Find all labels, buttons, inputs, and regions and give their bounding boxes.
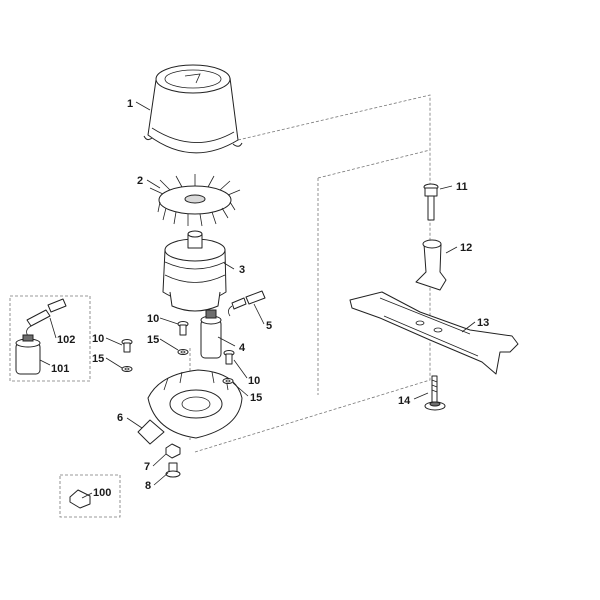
part-101-capacitor (15, 334, 41, 375)
callout-leader-lines (39, 101, 476, 499)
part-15-washer-right (222, 378, 234, 384)
callout-5: 5 (266, 320, 272, 332)
part-10-screw-center (177, 321, 189, 336)
part-100-cap (59, 474, 121, 518)
part-102-wire-connector (26, 298, 67, 337)
callout-13: 13 (477, 317, 489, 329)
part-12-blade-adapter (415, 239, 447, 291)
callout-100: 100 (93, 487, 111, 499)
callout-labels: 1 2 3 4 5 6 7 8 10 10 10 11 12 13 14 15 … (51, 98, 489, 499)
callout-4: 4 (239, 342, 246, 354)
part-8-screw (165, 462, 181, 478)
part-7-nut (165, 443, 181, 459)
part-10-screw-left (121, 339, 133, 353)
callout-2: 2 (137, 175, 143, 187)
callout-10-right: 10 (248, 375, 260, 387)
part-13-mower-blade (349, 291, 519, 375)
part-15-washer-left (121, 366, 133, 372)
part-1-motor-cover (143, 64, 243, 154)
callout-7: 7 (144, 461, 150, 473)
part-5-connector (228, 290, 266, 317)
callout-6: 6 (117, 412, 123, 424)
callout-12: 12 (460, 242, 472, 254)
callout-15-center: 15 (147, 334, 159, 346)
callout-10-center: 10 (147, 313, 159, 325)
callout-15-right: 15 (250, 392, 262, 404)
part-15-washer-center (177, 349, 189, 355)
part-10-screw-right (223, 350, 235, 365)
callout-102: 102 (57, 334, 75, 346)
callout-14: 14 (398, 395, 411, 407)
callout-1: 1 (127, 98, 133, 110)
part-14-blade-bolt (424, 375, 446, 411)
callout-3: 3 (239, 264, 245, 276)
part-2-cooling-fan (149, 174, 241, 227)
part-3-electric-motor (162, 230, 227, 312)
part-11-bolt (423, 183, 439, 221)
callout-101: 101 (51, 363, 69, 375)
part-4-capacitor (200, 309, 222, 359)
callout-10-left: 10 (92, 333, 104, 345)
callout-15-left: 15 (92, 353, 104, 365)
part-kit-box (9, 295, 91, 382)
callout-8: 8 (145, 480, 151, 492)
callout-11: 11 (456, 181, 468, 193)
part-6-motor-mount (137, 369, 243, 445)
